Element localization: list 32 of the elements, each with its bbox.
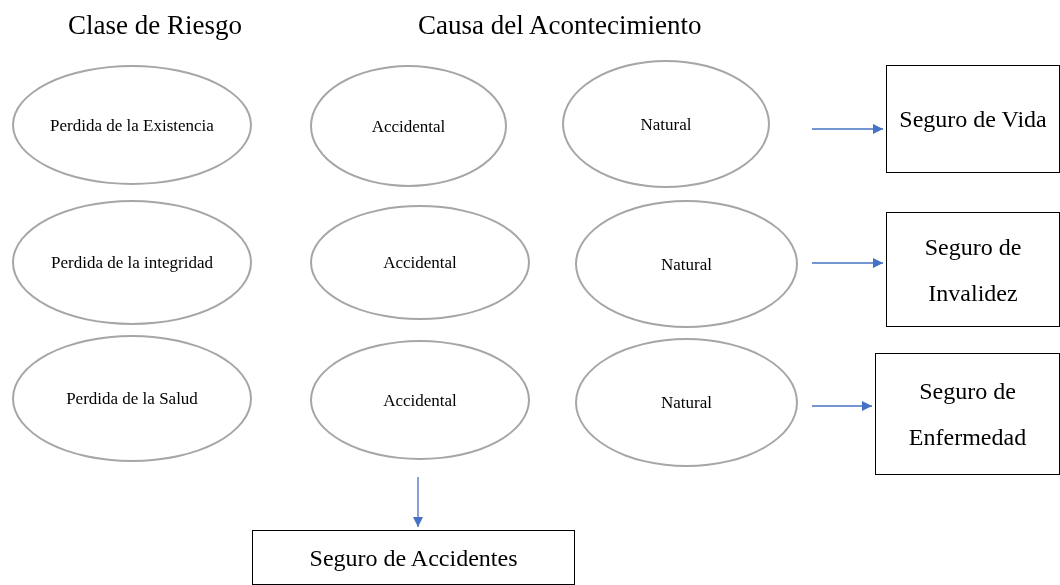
risk-ellipse <box>12 200 252 325</box>
risk-ellipse <box>562 60 770 188</box>
node-text: Natural <box>661 253 712 276</box>
node-text: Natural <box>640 113 692 136</box>
node-text: Seguro de Accidentes <box>309 543 518 573</box>
node-text: Perdida de la Salud <box>66 388 198 410</box>
node-text: Natural <box>661 392 712 414</box>
insurance-box <box>252 530 575 585</box>
insurance-box <box>886 65 1060 173</box>
node-text: Seguro de Vida <box>899 105 1047 134</box>
column-heading: Causa del Acontecimiento <box>418 10 702 41</box>
arrow <box>811 400 873 412</box>
arrow <box>811 123 884 135</box>
risk-ellipse <box>310 340 530 460</box>
risk-ellipse <box>12 65 252 185</box>
risk-ellipse <box>575 338 798 467</box>
node-text: Seguro de Invalidez <box>923 232 1023 308</box>
node-text: Accidental <box>371 115 446 138</box>
node-text: Perdida de la integridad <box>51 252 213 274</box>
risk-ellipse <box>310 205 530 320</box>
insurance-box <box>886 212 1060 327</box>
column-heading: Clase de Riesgo <box>68 10 242 41</box>
risk-ellipse <box>575 200 798 328</box>
node-text: Accidental <box>383 389 457 412</box>
risk-ellipse <box>12 335 252 462</box>
arrow <box>811 257 884 269</box>
node-text: Perdida de la Existencia <box>50 114 214 137</box>
node-text: Accidental <box>383 252 457 274</box>
insurance-box <box>875 353 1060 475</box>
risk-ellipse <box>310 65 507 187</box>
arrow <box>412 476 424 528</box>
node-text: Seguro de Enfermedad <box>907 377 1028 452</box>
